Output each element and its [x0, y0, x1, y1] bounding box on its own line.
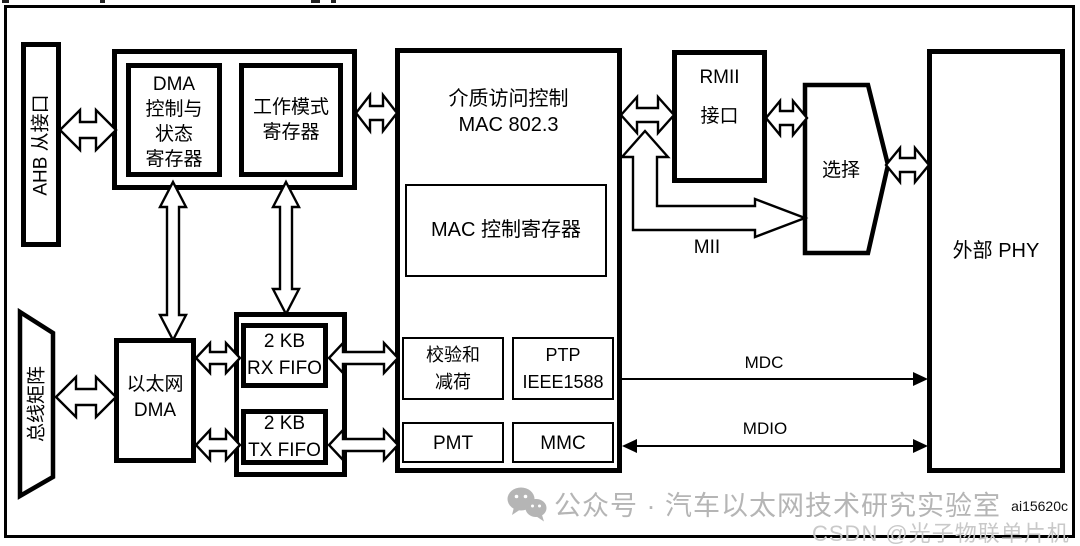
checksum-offload-label: 校验和 减荷: [426, 345, 480, 392]
pmt-label: PMT: [432, 433, 474, 454]
mdc-line: [622, 372, 928, 386]
tx-fifo-label: 2 KB TX FIFO: [248, 413, 321, 461]
arrow-rxfifo-mac: [327, 339, 400, 377]
arrow-ahb-registers: [58, 107, 118, 153]
mdc-signal-label: MDC: [744, 353, 784, 372]
arrow-txfifo-mac: [327, 426, 400, 464]
wechat-watermark-text: 公众号 · 汽车以太网技术研究实验室: [554, 491, 1001, 521]
rx-fifo-label: 2 KB RX FIFO: [247, 331, 322, 379]
rmii-interface-box: [672, 50, 767, 183]
arrow-opmode-fifo: [271, 179, 301, 317]
mii-signal-label: MII: [693, 237, 721, 258]
cropped-caption-fragment: [100, 0, 105, 3]
mmc-box: [512, 422, 614, 463]
mdio-line: [622, 439, 928, 453]
rmii-interface-label: RMII 接口: [699, 67, 740, 127]
operation-mode-registers-label: 工作模式 寄存器: [252, 97, 329, 143]
dma-csr-box: [126, 63, 222, 177]
ahb-slave-interface-label: AHB 从接口: [30, 94, 52, 196]
checksum-offload-box: [402, 337, 504, 400]
arrow-ethdma-rxfifo: [194, 339, 242, 377]
arrow-dmacsr-ethdma: [158, 179, 188, 343]
arrow-ethdma-txfifo: [194, 426, 242, 464]
ptp-ieee1588-label: PTP IEEE1588: [522, 345, 604, 392]
mux-select-shape: [802, 82, 891, 256]
figure-id-label: ai15620c: [1011, 498, 1068, 514]
tx-fifo-box: [241, 409, 328, 465]
arrow-registers-mac: [354, 91, 399, 135]
cropped-caption-fragment: [311, 0, 320, 3]
wechat-icon: [507, 487, 547, 522]
arrow-busmatrix-ethdma: [54, 374, 118, 420]
mdio-signal-label: MDIO: [742, 419, 788, 438]
mmc-label: MMC: [540, 433, 586, 454]
arrow-mux-phy: [884, 144, 931, 186]
external-phy-box: [927, 49, 1065, 473]
pmt-box: [402, 422, 504, 463]
external-phy-label: 外部 PHY: [952, 240, 1040, 262]
rx-fifo-box: [241, 323, 328, 388]
ethernet-dma-box: [114, 338, 196, 463]
dma-csr-label: DMA 控制与 状态 寄存器: [145, 74, 203, 170]
ptp-ieee1588-box: [512, 337, 614, 400]
csdn-watermark-text: CSDN @光子物联单片机: [812, 521, 1070, 546]
bus-matrix-shape: [17, 307, 56, 500]
mac-title-label: 介质访问控制 MAC 802.3: [448, 88, 569, 136]
mux-select-label: 选择: [821, 160, 860, 181]
cropped-caption-fragment: [2, 0, 9, 3]
mii-bent-arrow: [619, 129, 809, 239]
bus-matrix-label: 总线矩阵: [26, 365, 48, 443]
ethernet-dma-label: 以太网 DMA: [126, 374, 184, 421]
mac-control-registers-label: MAC 控制寄存器: [431, 219, 581, 241]
operation-mode-registers-box: [239, 63, 343, 177]
cropped-caption-fragment: [331, 0, 336, 3]
mac-control-registers-box: [405, 184, 607, 277]
arrow-mac-rmii: [619, 93, 676, 137]
diagram-border: [4, 5, 1075, 538]
ahb-slave-interface-box: [21, 42, 61, 247]
arrow-rmii-mux: [764, 97, 809, 139]
